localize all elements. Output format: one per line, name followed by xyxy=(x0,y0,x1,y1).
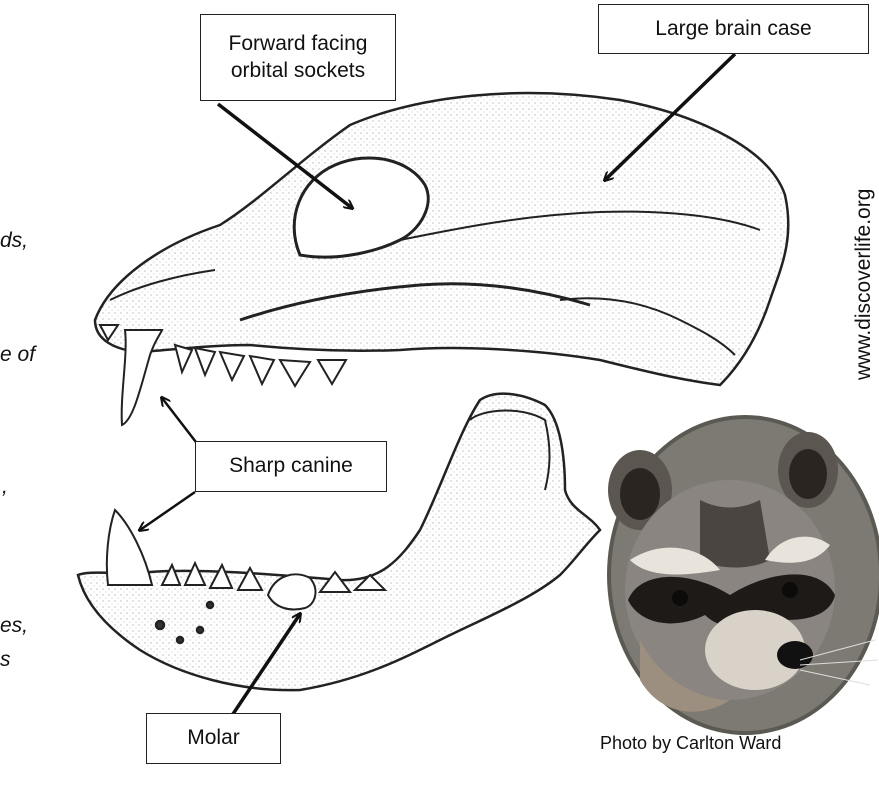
raccoon-photo xyxy=(607,415,879,735)
photo-credit: Photo by Carlton Ward xyxy=(600,733,781,754)
label-brain-case: Large brain case xyxy=(598,4,869,54)
cranium xyxy=(95,93,788,385)
website-credit: www.discoverlife.org xyxy=(852,189,876,380)
label-sharp-canine: Sharp canine xyxy=(195,441,387,492)
label-molar: Molar xyxy=(146,713,281,764)
label-orbital-sockets: Forward facing orbital sockets xyxy=(200,14,396,101)
canine-lower-arrow xyxy=(140,492,195,530)
canine-upper-arrow xyxy=(162,398,199,446)
mandible xyxy=(78,394,600,690)
